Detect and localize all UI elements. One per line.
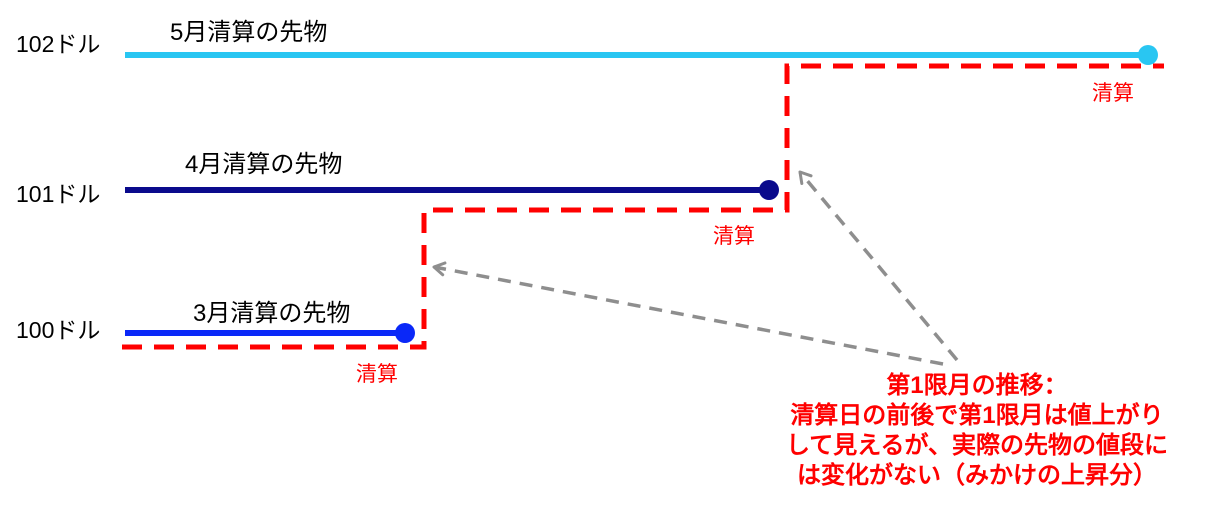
price-label-may: 102ドル [16, 31, 101, 57]
settlement-label-march: 清算 [356, 363, 398, 386]
annotation-arrow-to-april-step [798, 170, 959, 362]
price-label-march: 100ドル [16, 317, 101, 343]
march-settlement-dot [395, 323, 415, 343]
annotation-line-3: して見えるが、実際の先物の値段に [785, 432, 1169, 459]
first-month-step-dashed-line [122, 63, 1164, 350]
annotation-line-1: 第1限月の推移： [886, 372, 1068, 399]
april-settlement-dot [759, 180, 779, 200]
settlement-label-may: 清算 [1092, 82, 1134, 105]
annotation-line-2: 清算日の前後で第1限月は値上がり [790, 402, 1164, 429]
annotation-arrow-to-march-step [432, 261, 944, 366]
annotation-line-4: は変化がない（みかけの上昇分） [797, 462, 1157, 489]
settlement-label-april: 清算 [713, 225, 755, 248]
futures-title-april: 4月清算の先物 [185, 151, 343, 178]
futures-title-may: 5月清算の先物 [170, 19, 328, 46]
may-settlement-dot [1138, 45, 1158, 65]
price-label-april: 101ドル [16, 181, 101, 207]
first-month-annotation: 第1限月の推移： 清算日の前後で第1限月は値上がり して見えるが、実際の先物の値… [743, 371, 1211, 491]
futures-title-march: 3月清算の先物 [193, 300, 351, 327]
